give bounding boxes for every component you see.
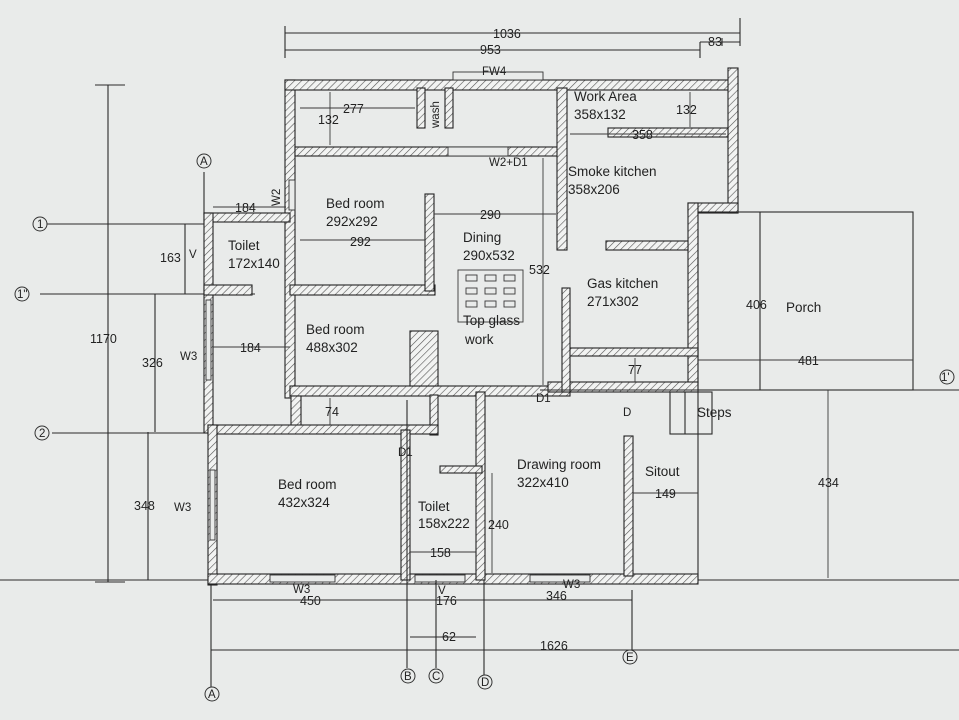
grid-label-c: C xyxy=(432,671,440,683)
grid-label-a-top: A xyxy=(200,156,208,168)
opening-fw4: FW4 xyxy=(482,66,507,78)
room-toilet1-name: Toilet xyxy=(228,238,260,253)
grid-label-2: 2 xyxy=(39,428,45,440)
porch-outline xyxy=(540,211,959,580)
dim-wash-width: 277 xyxy=(343,102,364,116)
dim-work-area-height: 132 xyxy=(676,103,697,117)
dim-mid-left: 326 xyxy=(142,356,163,370)
opening-w3-bottom-right: W3 xyxy=(563,579,580,591)
room-work-area-name: Work Area xyxy=(574,89,637,104)
grid-marker-a-top xyxy=(196,153,212,169)
room-drawing-size: 322x410 xyxy=(517,475,569,490)
grid-marker-c xyxy=(428,668,444,684)
dim-bottom-176: 176 xyxy=(436,594,457,608)
room-gas-kitchen-size: 271x302 xyxy=(587,294,639,309)
dim-work-area-width: 358 xyxy=(632,128,653,142)
room-toilet2-size: 158x222 xyxy=(418,516,470,531)
dim-overall-bottom: 1626 xyxy=(540,639,568,653)
room-toilet1-size: 172x140 xyxy=(228,256,280,271)
dim-inner-top: 953 xyxy=(480,43,501,57)
room-dining-name: Dining xyxy=(463,230,501,245)
dim-bottom-450: 450 xyxy=(300,594,321,608)
room-glass-work-line1: Top glass xyxy=(463,313,520,328)
room-drawing-name: Drawing room xyxy=(517,457,601,472)
room-wash-label: wash xyxy=(430,101,442,129)
opening-w3-left-upper: W3 xyxy=(180,351,197,363)
dim-porch-width: 481 xyxy=(798,354,819,368)
dim-toilet-height: 163 xyxy=(160,251,181,265)
dim-bottom-62: 62 xyxy=(442,630,456,644)
dim-toilet-width: 184 xyxy=(235,201,256,215)
room-porch-name: Porch xyxy=(786,300,821,315)
room-glass-work-line2: work xyxy=(464,332,494,347)
room-dining-size: 290x532 xyxy=(463,248,515,263)
room-toilet2-name: Toilet xyxy=(418,499,450,514)
dim-dining-width: 290 xyxy=(480,208,501,222)
grid-marker-e xyxy=(622,649,638,665)
grid-marker-2 xyxy=(34,425,50,441)
dim-drawing-240: 240 xyxy=(488,518,509,532)
room-steps-name: Steps xyxy=(697,405,732,420)
internal-dim-lines xyxy=(210,92,959,688)
grid-label-a-bottom: A xyxy=(208,689,216,701)
glass-work-grid xyxy=(457,269,524,323)
dim-gas-small: 77 xyxy=(628,363,642,377)
opening-v-bottom: V xyxy=(438,585,446,597)
grid-label-b: B xyxy=(404,671,412,683)
top-dimensions xyxy=(284,18,741,58)
opening-w2: W2 xyxy=(271,189,283,206)
dim-bottom-346: 346 xyxy=(546,589,567,603)
opening-d1-center: D1 xyxy=(536,393,551,405)
windows xyxy=(205,71,591,583)
grid-marker-1 xyxy=(32,216,48,232)
room-bed3-name: Bed room xyxy=(278,477,337,492)
grid-label-e: E xyxy=(626,652,634,664)
grid-label-1: 1 xyxy=(37,219,43,231)
room-bed2-name: Bed room xyxy=(306,322,365,337)
room-bed1-size: 292x292 xyxy=(326,214,378,229)
dim-sitout-width: 149 xyxy=(655,487,676,501)
dim-overall-left: 1170 xyxy=(90,332,117,346)
dim-porch-height: 406 xyxy=(746,298,767,312)
room-smoke-kitchen-name: Smoke kitchen xyxy=(568,164,657,179)
opening-d-center: D xyxy=(623,407,631,419)
room-bed3-size: 432x324 xyxy=(278,495,330,510)
dim-small-74: 74 xyxy=(325,405,339,419)
grid-marker-1dd xyxy=(14,286,30,302)
room-work-area-size: 358x132 xyxy=(574,107,626,122)
dim-overall-top: 1036 xyxy=(493,27,521,41)
dim-dining-height: 532 xyxy=(529,263,550,277)
grid-marker-1p xyxy=(939,369,955,385)
opening-w3-left-lower: W3 xyxy=(174,502,191,514)
grid-label-d: D xyxy=(481,677,489,689)
grid-marker-b xyxy=(400,668,416,684)
grid-marker-a-bottom xyxy=(204,686,220,702)
dim-toilet-158: 158 xyxy=(430,546,451,560)
dim-wash-height: 132 xyxy=(318,113,339,127)
dim-right-top: 83 xyxy=(708,35,722,49)
dim-lower-left: 348 xyxy=(134,499,155,513)
grid-label-1dd: 1" xyxy=(17,289,27,301)
opening-d1-mid: D1 xyxy=(398,447,413,459)
opening-w2-d1: W2+D1 xyxy=(489,157,528,169)
dim-passage: 184 xyxy=(240,341,261,355)
room-bed1-name: Bed room xyxy=(326,196,385,211)
opening-w3-bottom-left: W3 xyxy=(293,584,310,596)
dim-bed1-width: 292 xyxy=(350,235,371,249)
grid-label-1p: 1' xyxy=(941,372,950,384)
room-smoke-kitchen-size: 358x206 xyxy=(568,182,620,197)
dim-right-434: 434 xyxy=(818,476,839,490)
opening-v-toilet: V xyxy=(189,249,197,261)
room-bed2-size: 488x302 xyxy=(306,340,358,355)
room-gas-kitchen-name: Gas kitchen xyxy=(587,276,658,291)
grid-marker-d xyxy=(477,674,493,690)
room-sitout-name: Sitout xyxy=(645,464,680,479)
